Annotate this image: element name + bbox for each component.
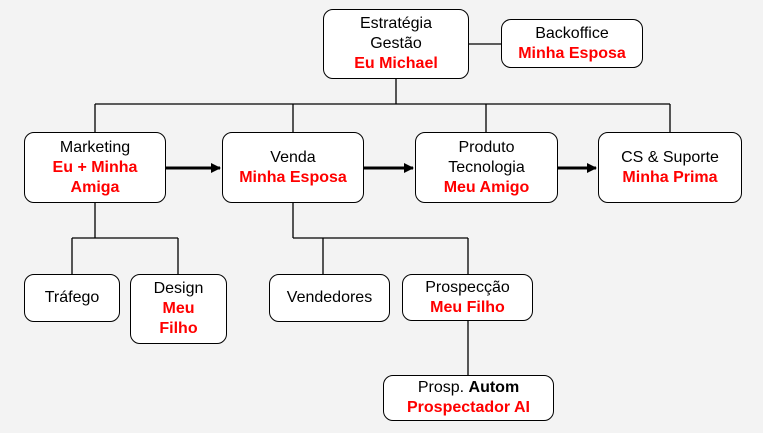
node-cs-title: CS & Suporte [621, 148, 719, 166]
node-design-owner-line2: Filho [159, 320, 198, 337]
node-prosp-autom-title: Prosp. Autom [418, 378, 519, 398]
node-marketing-owner-line1: Eu + Minha [52, 158, 138, 176]
node-cs-owner: Minha Prima [622, 168, 718, 186]
node-prospeccao-owner: Meu Filho [430, 298, 505, 316]
node-backoffice: Backoffice Minha Esposa [501, 19, 643, 68]
node-estrategia-subtitle: Gestão [370, 35, 422, 52]
node-produto-title: Produto [458, 138, 515, 156]
node-design-title: Design [153, 280, 204, 297]
node-cs-suporte: CS & Suporte Minha Prima [598, 132, 742, 203]
node-estrategia-owner: Eu Michael [354, 55, 438, 72]
node-backoffice-title: Backoffice [535, 24, 609, 42]
node-venda-title: Venda [270, 148, 316, 166]
node-produto-owner: Meu Amigo [443, 178, 530, 196]
node-produto: Produto Tecnologia Meu Amigo [415, 132, 558, 203]
node-marketing: Marketing Eu + Minha Amiga [24, 132, 166, 203]
node-prosp-autom-prefix: Prosp. [417, 379, 465, 396]
node-trafego-title: Tráfego [44, 289, 100, 306]
node-prospeccao: Prospecção Meu Filho [402, 274, 533, 321]
node-prospeccao-title: Prospecção [425, 278, 510, 296]
node-prosp-autom: Prosp. Autom Prospectador AI [383, 375, 554, 421]
node-vendedores-title: Vendedores [286, 289, 373, 306]
node-prosp-autom-owner: Prospectador AI [407, 399, 530, 416]
node-estrategia-title: Estratégia [359, 15, 433, 32]
node-design: Design Meu Filho [130, 274, 227, 344]
node-venda: Venda Minha Esposa [222, 132, 364, 203]
node-marketing-title: Marketing [59, 138, 131, 156]
node-vendedores: Vendedores [269, 274, 390, 322]
node-backoffice-owner: Minha Esposa [518, 44, 626, 62]
node-venda-owner: Minha Esposa [239, 168, 347, 186]
node-prosp-autom-bold: Autom [468, 379, 520, 396]
node-estrategia: Estratégia Gestão Eu Michael [323, 9, 469, 79]
node-marketing-owner-line2: Amiga [70, 178, 120, 196]
node-trafego: Tráfego [24, 274, 120, 322]
node-design-owner-line1: Meu [162, 300, 195, 317]
node-produto-subtitle: Tecnologia [448, 158, 525, 176]
